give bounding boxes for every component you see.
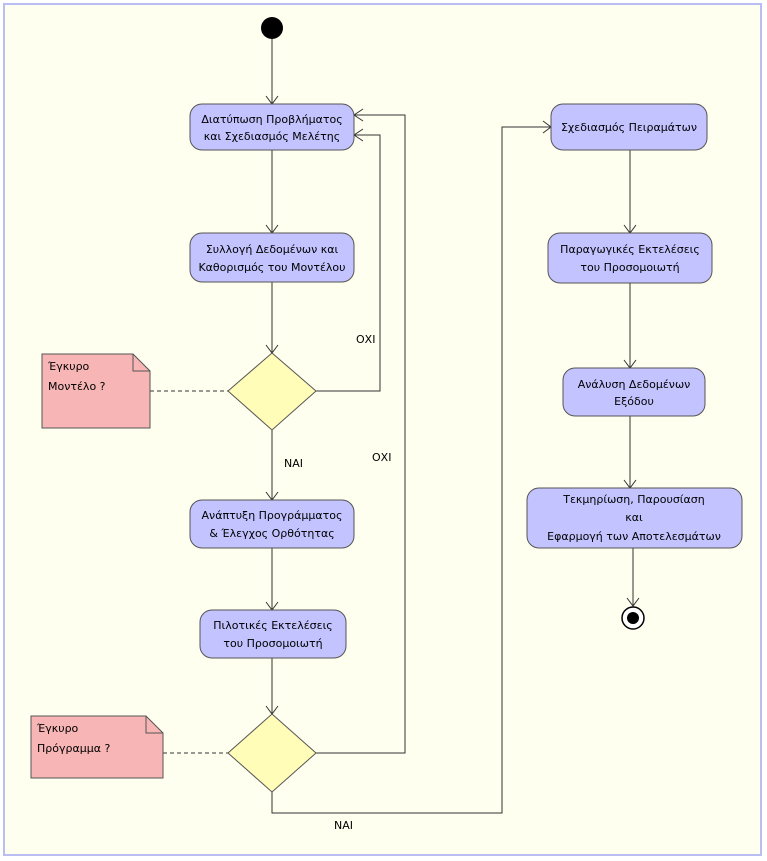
note-valid-model: Έγκυρο Μοντέλο ? xyxy=(41,353,151,429)
note-line-2: Μοντέλο ? xyxy=(48,380,106,393)
activity-label-line-1: Συλλογή Δεδομένων και xyxy=(206,243,339,256)
decision-valid-model xyxy=(227,352,317,431)
decision-valid-program xyxy=(227,713,317,793)
activity-label-line-1: Διατύπωση Προβλήματος xyxy=(201,113,342,126)
note-valid-program: Έγκυρο Πρόγραμμα ? xyxy=(30,715,164,779)
guard-label-model-no: ΟΧΙ xyxy=(356,333,375,346)
guard-label-program-yes: ΝΑΙ xyxy=(334,819,353,832)
activity-label-line-2: και Σχεδιασμός Μελέτης xyxy=(204,130,341,143)
activity-problem-formulation: Διατύπωση Προβλήματος και Σχεδιασμός Μελ… xyxy=(189,103,355,151)
activity-label-line-3: Εφαρμογή των Αποτελεσμάτων xyxy=(547,530,721,543)
edge-model-no xyxy=(316,134,381,392)
activity-pilot-runs: Πιλοτικές Εκτελέσεις του Προσομοιωτή xyxy=(199,609,347,659)
initial-node xyxy=(261,17,283,39)
activity-label-line-2: και xyxy=(625,511,643,524)
guard-label-program-no: ΟΧΙ xyxy=(372,451,391,464)
edge-program-yes xyxy=(271,126,551,814)
activity-label-line-1: Ανάπτυξη Προγράμματος xyxy=(202,509,343,522)
note-line-2: Πρόγραμμα ? xyxy=(37,742,110,755)
activity-output-analysis: Ανάλυση Δεδομένων Εξόδου xyxy=(562,367,706,417)
activity-label-line-2: & Έλεγχος Ορθότητας xyxy=(209,527,334,540)
activity-data-collection: Συλλογή Δεδομένων και Καθορισμός του Μον… xyxy=(189,232,355,283)
activity-label-line-2: Εξόδου xyxy=(614,395,654,408)
arrowhead xyxy=(626,597,640,607)
activity-label: Σχεδιασμός Πειραμάτων xyxy=(561,121,697,134)
activity-label-line-2: Καθορισμός του Μοντέλου xyxy=(198,261,345,274)
activity-label-line-1: Παραγωγικές Εκτελέσεις xyxy=(560,243,700,256)
activity-production-runs: Παραγωγικές Εκτελέσεις του Προσομοιωτή xyxy=(547,232,713,284)
activity-program-development: Ανάπτυξη Προγράμματος & Έλεγχος Ορθότητα… xyxy=(189,499,355,549)
note-line-1: Έγκυρο xyxy=(47,360,90,373)
final-node xyxy=(621,606,645,630)
edge-program-no xyxy=(316,114,406,754)
activity-experiment-design: Σχεδιασμός Πειραμάτων xyxy=(550,103,708,151)
activity-label-line-2: του Προσομοιωτή xyxy=(580,261,679,274)
activity-label-line-1: Πιλοτικές Εκτελέσεις xyxy=(213,619,333,632)
activity-documentation: Τεκμηρίωση, Παρουσίαση και Εφαρμογή των … xyxy=(526,487,743,549)
activity-label-line-1: Τεκμηρίωση, Παρουσίαση xyxy=(562,493,704,506)
activity-label-line-2: του Προσομοιωτή xyxy=(223,637,322,650)
note-line-1: Έγκυρο xyxy=(36,722,79,735)
activity-label-line-1: Ανάλυση Δεδομένων xyxy=(578,378,691,391)
guard-label-model-yes: ΝΑΙ xyxy=(284,457,303,470)
